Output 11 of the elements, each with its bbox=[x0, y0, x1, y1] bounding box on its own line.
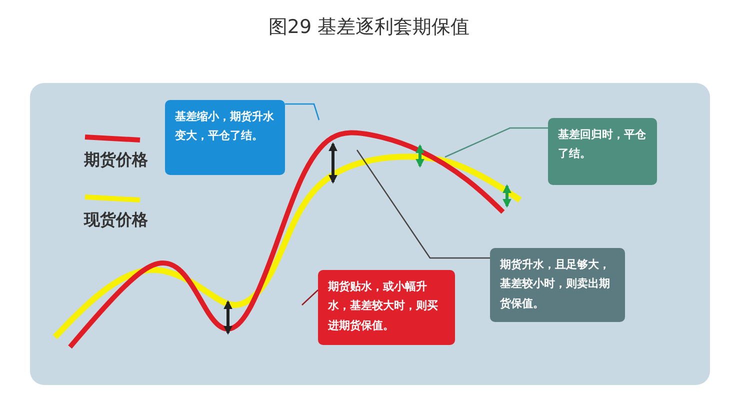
callout-box: 期货贴水，或小幅升水，基差较大时，则买进期货保值。 bbox=[318, 270, 455, 345]
leader-line bbox=[302, 290, 318, 306]
leader-line bbox=[356, 150, 490, 259]
legend-label: 现货价格 bbox=[84, 210, 148, 231]
legend-label: 期货价格 bbox=[84, 150, 148, 171]
callout-box: 期货升水，且足够大，基差较小时，则卖出期货保值。 bbox=[490, 248, 625, 322]
callout-box: 基差缩小，期货升水变大，平仓了结。 bbox=[165, 100, 285, 175]
callout-box: 基差回归时，平仓了结。 bbox=[548, 118, 657, 185]
leader-line bbox=[444, 127, 548, 158]
chart-title: 图29 基差逐利套期保值 bbox=[267, 15, 471, 40]
leader-line bbox=[285, 103, 320, 120]
